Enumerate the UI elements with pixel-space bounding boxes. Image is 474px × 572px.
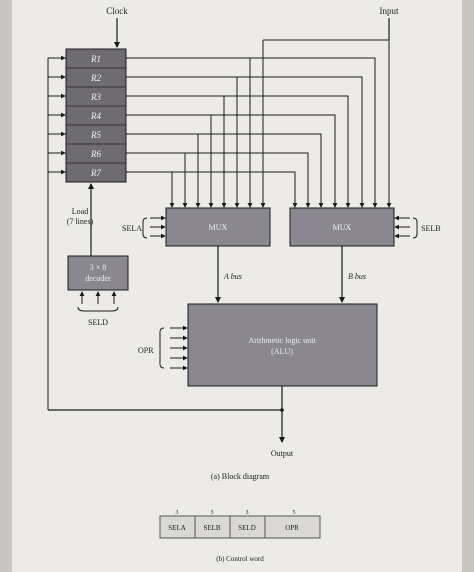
bits-opr: 5 <box>293 510 296 516</box>
opr-inputs <box>170 325 188 371</box>
register-r7: R7 <box>90 168 101 178</box>
field-sela: SELA <box>168 524 186 532</box>
sela-brace <box>142 217 148 239</box>
load-sublabel: (7 lines) <box>67 217 94 226</box>
load-lines <box>47 55 66 410</box>
seld-inputs <box>77 291 119 312</box>
register-r1: R1 <box>90 54 101 64</box>
decoder-box <box>67 255 129 291</box>
register-stack: R1 R2 R3 R4 R5 R6 R7 <box>65 48 127 183</box>
output-junction <box>280 408 284 412</box>
selb-inputs <box>394 215 410 239</box>
alu-output-path <box>48 386 285 443</box>
selb-label: SELB <box>421 224 441 233</box>
register-output-lines <box>126 39 390 205</box>
caption-block-diagram: (a) Block diagram <box>211 472 270 481</box>
bits-selb: 3 <box>211 510 214 516</box>
bits-sela: 3 <box>176 510 179 516</box>
clock-label: Clock <box>106 6 128 16</box>
register-r2: R2 <box>90 73 101 83</box>
register-r6: R6 <box>90 149 101 159</box>
opr-label: OPR <box>138 346 154 355</box>
alu-label-2: (ALU) <box>271 347 293 356</box>
b-bus-label: B bus <box>348 272 366 281</box>
selb-brace <box>412 217 418 239</box>
register-r5: R5 <box>90 130 101 140</box>
sela-inputs <box>150 215 166 239</box>
register-r4: R4 <box>90 111 101 121</box>
field-selb: SELB <box>203 524 220 532</box>
bits-seld: 3 <box>246 510 249 516</box>
field-seld: SELD <box>238 524 256 532</box>
field-opr: OPR <box>285 524 299 532</box>
alu-label-1: Arithmetic logic unit <box>248 336 316 345</box>
sela-label: SELA <box>122 224 142 233</box>
mux-a <box>165 207 271 247</box>
load-label: Load <box>72 207 88 216</box>
output-label: Output <box>271 449 294 458</box>
caption-control-word: (b) Control word <box>216 555 264 563</box>
mux-b-label: MUX <box>333 223 352 232</box>
a-bus-label: A bus <box>223 272 242 281</box>
mux-a-label: MUX <box>209 223 228 232</box>
register-r3: R3 <box>90 92 101 102</box>
seld-label: SELD <box>88 318 108 327</box>
alu-box <box>187 303 378 387</box>
opr-brace <box>159 327 165 369</box>
decoder-label-1: 3 × 8 <box>90 263 107 272</box>
control-word: 3 3 3 5 SELA SELB SELD OPR <box>159 510 321 539</box>
input-label: Input <box>380 6 399 16</box>
decoder-label-2: decoder <box>85 274 111 283</box>
mux-b <box>289 207 395 247</box>
mux-input-arrows <box>169 200 392 208</box>
